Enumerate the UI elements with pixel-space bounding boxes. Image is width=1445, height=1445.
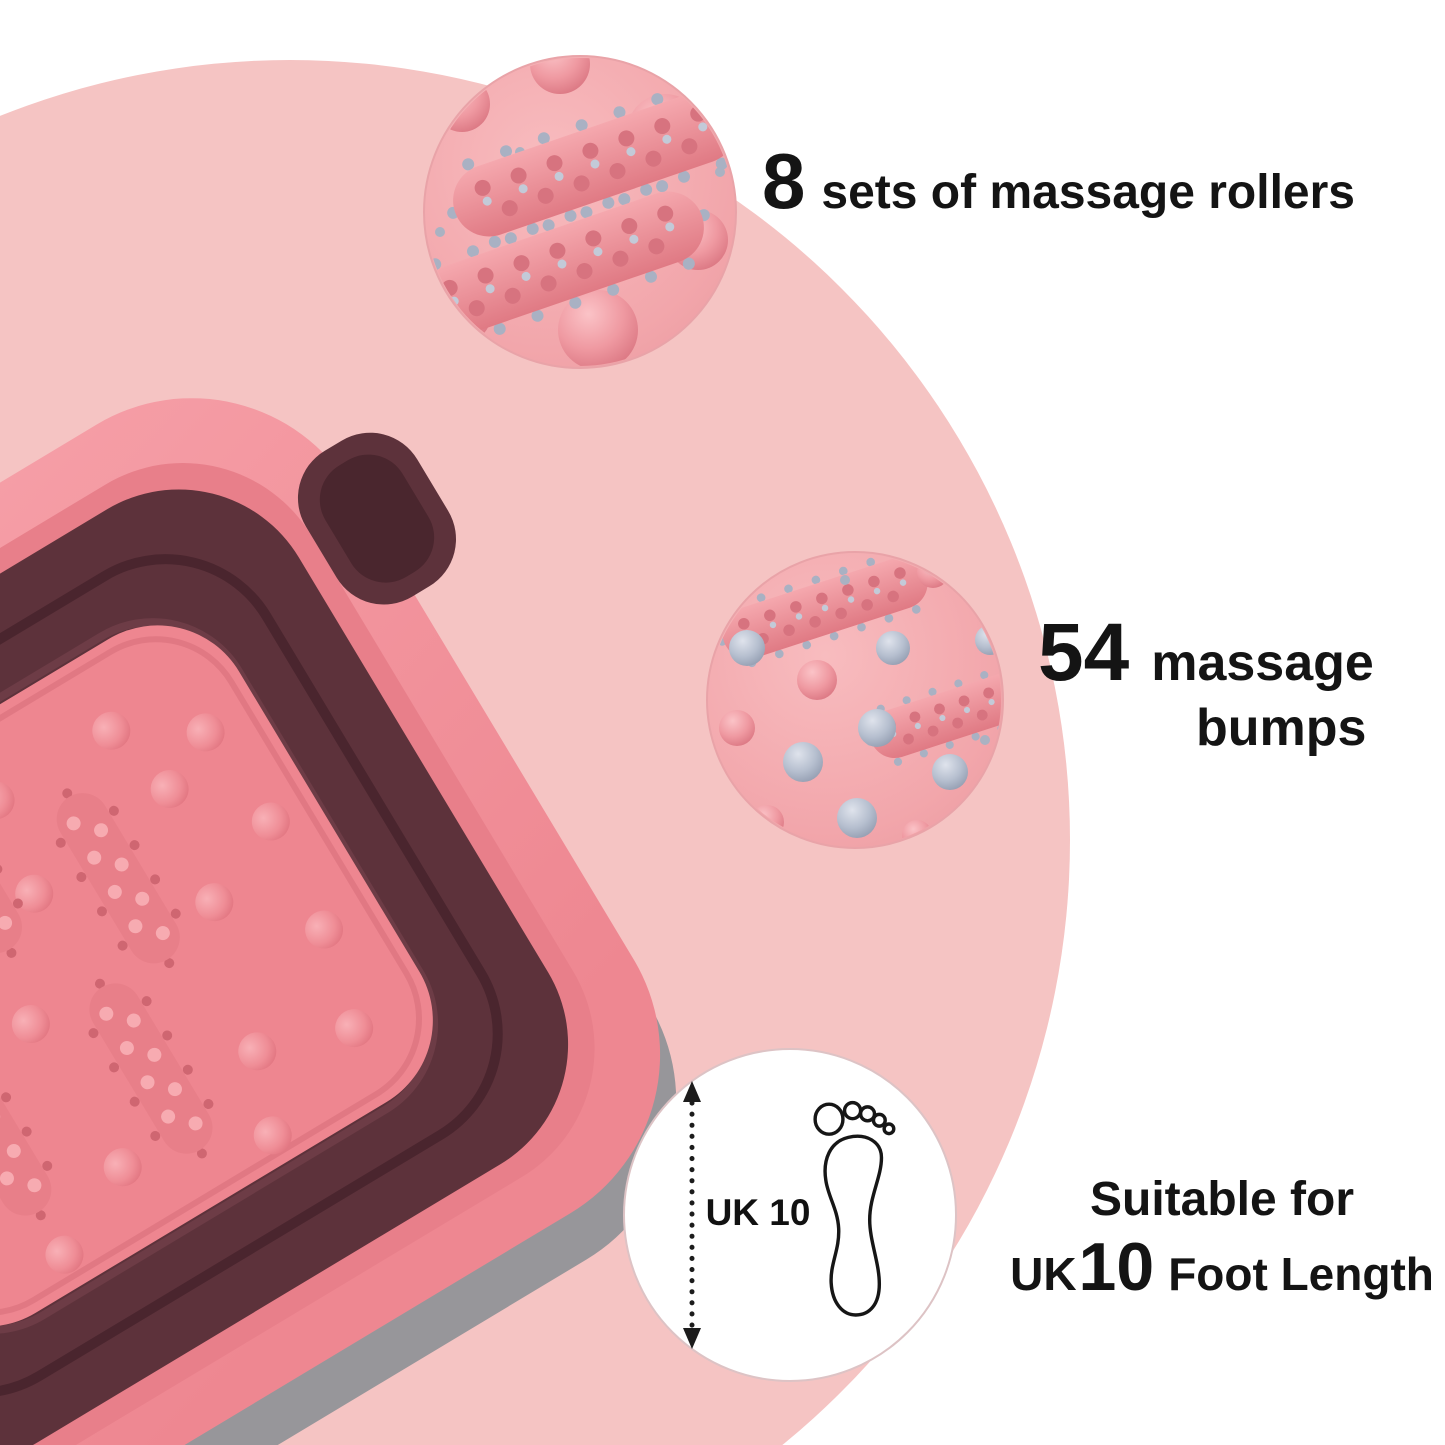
fit-line2: UK 10 Foot Length — [1002, 1233, 1442, 1301]
massage-rollers-detail-icon — [423, 55, 737, 369]
basin — [0, 398, 677, 1445]
bumps-count: 54 — [1038, 607, 1130, 698]
bumps-word1: massage — [1151, 634, 1374, 692]
bumps-word2: bumps — [1196, 699, 1367, 757]
foot-size-detail-icon: UK 10 — [623, 1048, 957, 1382]
fit-rest: Foot Length — [1168, 1248, 1434, 1300]
height-arrow-icon — [683, 1081, 701, 1349]
rollers-text: sets of massage rollers — [821, 166, 1355, 219]
floor-edge-line — [0, 636, 422, 1316]
caption-massage-bumps: 54 massage bumps — [1038, 612, 1374, 758]
callout-foot-size: UK 10 — [622, 1047, 958, 1383]
uk-size-badge: UK 10 — [706, 1192, 811, 1233]
wall-fold-line-outer — [0, 554, 503, 1398]
callout-massage-rollers — [422, 54, 738, 370]
basin-floor — [0, 625, 433, 1327]
rollers-count: 8 — [762, 137, 806, 225]
callout-massage-bumps — [705, 550, 1005, 850]
massage-bumps-detail-icon — [706, 551, 1004, 849]
fit-uk: UK — [1010, 1248, 1077, 1300]
floor-massage-bumps — [0, 711, 374, 1274]
basin-handle — [297, 432, 457, 605]
fit-size: 10 — [1078, 1229, 1155, 1305]
fit-line1: Suitable for — [1089, 1173, 1355, 1226]
caption-massage-rollers: 8 sets of massage rollers — [762, 142, 1355, 220]
foot-outline-icon — [813, 1100, 896, 1317]
caption-foot-size: Suitable for UK 10 Foot Length — [1002, 1172, 1442, 1301]
